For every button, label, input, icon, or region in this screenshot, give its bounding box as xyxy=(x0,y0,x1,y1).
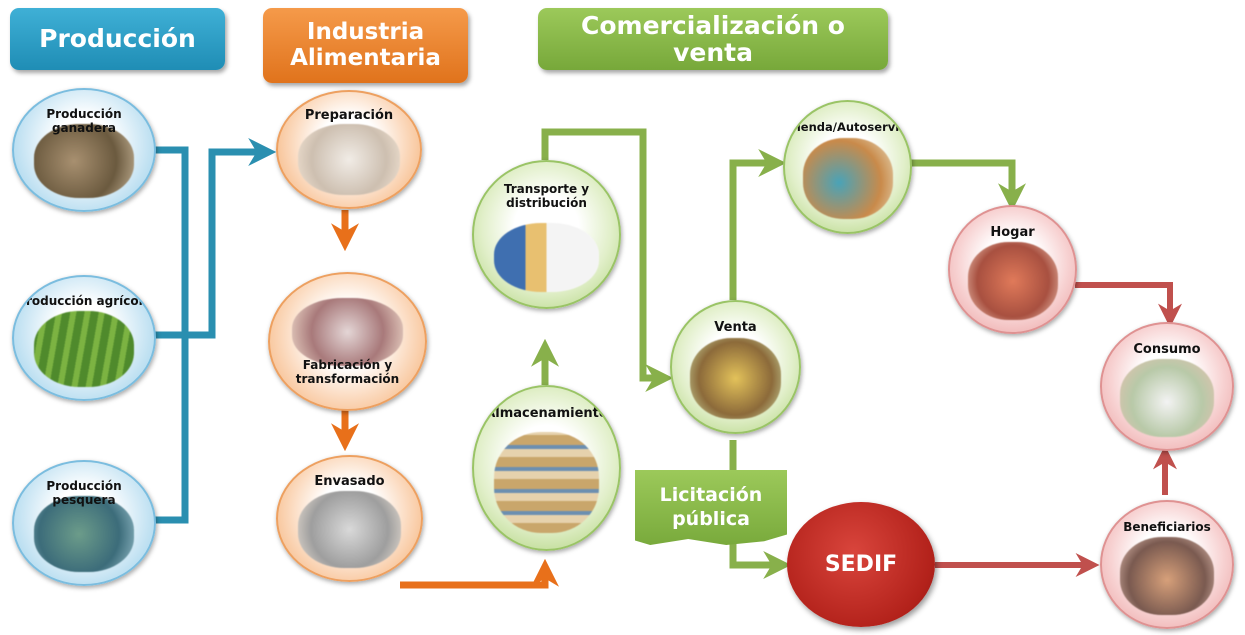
node-beneficiarios-label: Beneficiarios xyxy=(1123,519,1211,534)
node-fabricacion-label: Fabricación y transformación xyxy=(295,357,400,386)
licitacion-line2: pública xyxy=(672,507,750,530)
beneficiaries-photo xyxy=(1120,537,1214,615)
node-consumo: Consumo xyxy=(1100,322,1234,451)
node-produccion-pesquera: Producción pesquera xyxy=(12,460,156,586)
header-industria-line1: Industria xyxy=(306,19,425,46)
node-sedif-label: SEDIF xyxy=(824,552,898,577)
warehouse-shelves-photo xyxy=(494,432,599,533)
node-almacenamiento: Almacenamiento xyxy=(472,385,621,551)
node-transporte-label: Transporte y distribución xyxy=(503,182,590,211)
node-sedif: SEDIF xyxy=(787,502,935,627)
node-produccion-pesquera-label: Producción pesquera xyxy=(46,479,122,508)
licitacion-line1: Licitación xyxy=(659,483,763,506)
node-transporte: Transporte y distribución xyxy=(472,160,621,309)
node-venta-label: Venta xyxy=(714,320,757,336)
header-comercializacion-label: Comercialización o venta xyxy=(581,10,845,67)
node-consumo-label: Consumo xyxy=(1133,341,1201,357)
node-preparacion: Preparación xyxy=(276,90,422,209)
node-envasado-label: Envasado xyxy=(314,474,385,490)
store-aisle-photo xyxy=(802,138,893,219)
header-industria: Industria Alimentaria xyxy=(263,8,468,83)
node-beneficiarios: Beneficiarios xyxy=(1100,500,1234,629)
node-produccion-agricola: Producción agrícola xyxy=(12,275,156,401)
node-produccion-agricola-label: Producción agrícola xyxy=(17,294,151,309)
crop-field-photo xyxy=(33,311,135,387)
licitacion-publica-banner: Licitación pública xyxy=(635,470,787,545)
node-produccion-ganadera: Producción ganadera xyxy=(12,88,156,212)
children-eating-photo xyxy=(1120,359,1214,437)
node-almacenamiento-label: Almacenamiento xyxy=(485,406,608,422)
production-connector xyxy=(155,138,277,524)
node-envasado: Envasado xyxy=(276,455,423,582)
node-tienda-label: Tienda/Autoservic xyxy=(788,120,907,135)
node-hogar-label: Hogar xyxy=(990,224,1035,240)
header-produccion-label: Producción xyxy=(39,24,196,54)
header-industria-line2: Alimentaria xyxy=(290,44,441,71)
cattle-photo xyxy=(33,123,135,198)
header-produccion: Producción xyxy=(10,8,225,70)
factory-line-photo xyxy=(291,298,404,366)
commerce-connector xyxy=(531,128,1026,579)
node-fabricacion: Fabricación y transformación xyxy=(268,272,427,411)
node-preparacion-label: Preparación xyxy=(304,108,394,124)
market-stall-photo xyxy=(689,338,782,419)
delivery-truck-photo xyxy=(494,222,599,293)
kitchen-workers-photo xyxy=(297,124,401,196)
home-pantry-photo xyxy=(967,242,1058,320)
packaging-machine-photo xyxy=(298,491,401,568)
consumption-connector xyxy=(935,282,1182,577)
header-comercializacion: Comercialización o venta xyxy=(538,8,888,70)
fishing-net-photo xyxy=(33,496,135,572)
node-produccion-ganadera-label: Producción ganadera xyxy=(46,106,122,135)
node-hogar: Hogar xyxy=(948,205,1077,334)
node-venta: Venta xyxy=(670,300,801,434)
node-tienda: Tienda/Autoservic xyxy=(783,100,912,234)
